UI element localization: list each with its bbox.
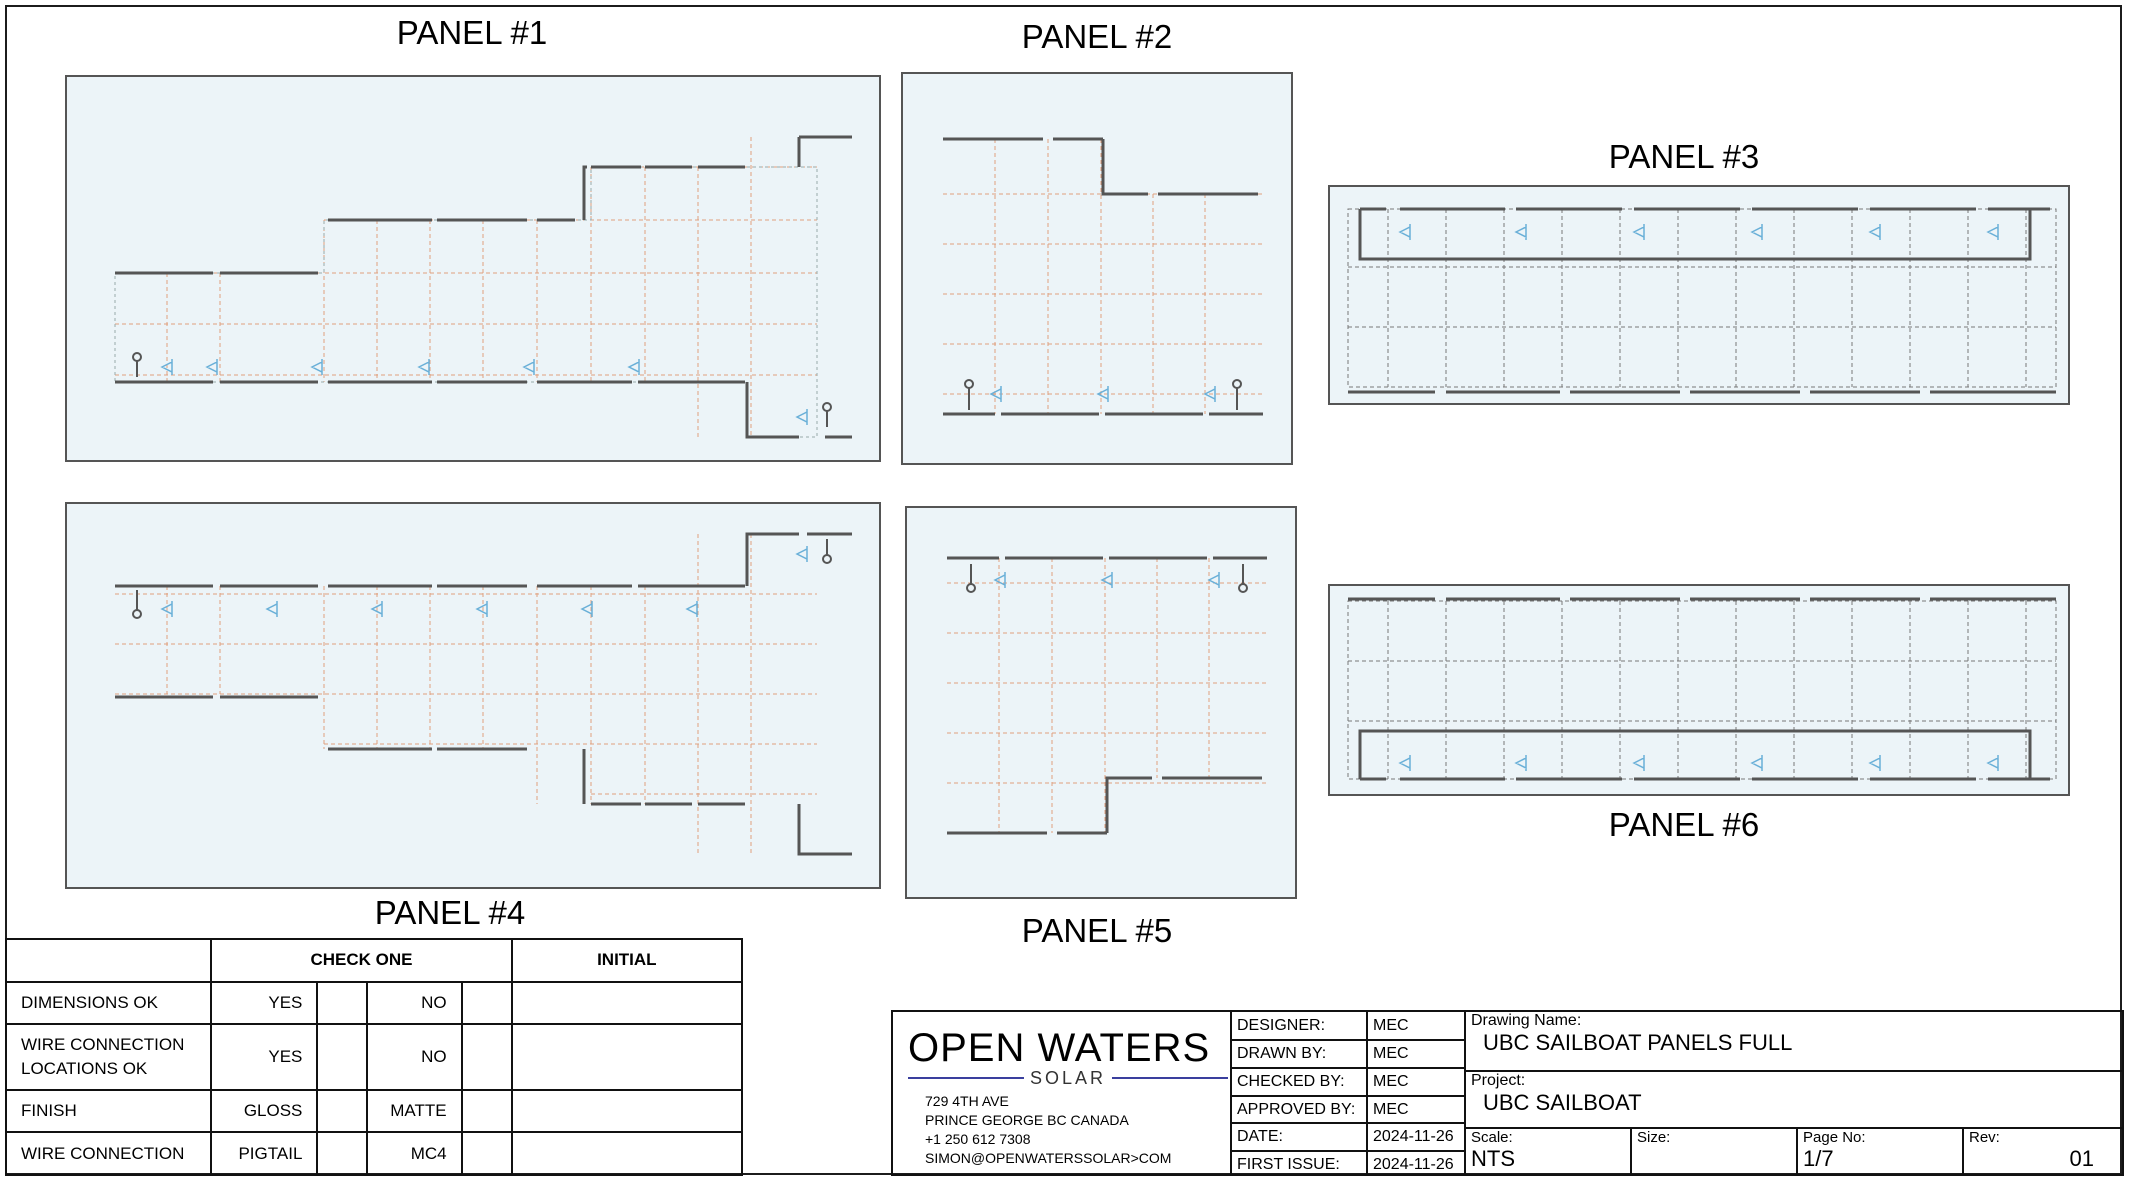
panel-4-drawing bbox=[65, 502, 881, 889]
panel-3-title: PANEL #3 bbox=[1608, 138, 1760, 175]
scale-label: Scale: bbox=[1471, 1129, 1513, 1146]
option-1-checkbox[interactable] bbox=[316, 1023, 369, 1091]
drawing-name: UBC SAILBOAT PANELS FULL bbox=[1483, 1030, 1793, 1055]
initial-field[interactable] bbox=[510, 1088, 744, 1134]
inspection-checklist: CHECK ONE INITIAL DIMENSIONS OK YES NO W… bbox=[4, 938, 744, 1176]
first-issue-value: 2024-11-26 bbox=[1366, 1150, 1464, 1176]
option-1-label: YES bbox=[210, 980, 319, 1026]
initial-field[interactable] bbox=[510, 1131, 744, 1176]
option-2-label: MATTE bbox=[366, 1088, 463, 1134]
company-sub: SOLAR bbox=[1023, 1068, 1113, 1089]
address-line-2: PRINCE GEORGE BC CANADA bbox=[925, 1112, 1129, 1128]
designer-label: DESIGNER: bbox=[1230, 1010, 1366, 1039]
check-one-header: CHECK ONE bbox=[210, 938, 513, 983]
panel-5-title: PANEL #5 bbox=[1021, 912, 1173, 949]
page-cell: Page No: 1/7 bbox=[1796, 1127, 1962, 1176]
panel-4-title: PANEL #4 bbox=[374, 894, 526, 931]
checked-by-label: CHECKED BY: bbox=[1230, 1067, 1366, 1095]
initial-field[interactable] bbox=[510, 1023, 744, 1091]
checklist-row: WIRE CONNECTION LOCATIONS OK YES NO bbox=[4, 1023, 744, 1091]
rev-cell: Rev: 01 bbox=[1962, 1127, 2124, 1176]
checked-by-value: MEC bbox=[1366, 1067, 1464, 1095]
panel-2-layout bbox=[943, 137, 1263, 416]
approved-by-label: APPROVED BY: bbox=[1230, 1095, 1366, 1122]
panel-2-title: PANEL #2 bbox=[1021, 18, 1173, 55]
option-2-checkbox[interactable] bbox=[460, 1023, 513, 1091]
date-value: 2024-11-26 bbox=[1366, 1122, 1464, 1150]
option-1-checkbox[interactable] bbox=[316, 980, 369, 1026]
title-block: OPEN WATERS SOLAR 729 4TH AVE PRINCE GEO… bbox=[891, 1010, 2124, 1176]
designer-value: MEC bbox=[1366, 1010, 1464, 1039]
drawn-by-value: MEC bbox=[1366, 1039, 1464, 1067]
address-line-1: 729 4TH AVE bbox=[925, 1093, 1009, 1109]
drawn-by-label: DRAWN BY: bbox=[1230, 1039, 1366, 1067]
size-label: Size: bbox=[1637, 1129, 1671, 1146]
panel-5-layout bbox=[947, 556, 1267, 835]
scale-value: NTS bbox=[1471, 1146, 1515, 1171]
scale-cell: Scale: NTS bbox=[1464, 1127, 1630, 1176]
initial-field[interactable] bbox=[510, 980, 744, 1026]
rev-value: 01 bbox=[2069, 1146, 2094, 1171]
checklist-row: DIMENSIONS OK YES NO bbox=[4, 980, 744, 1026]
project-cell: Project: UBC SAILBOAT bbox=[1464, 1070, 2124, 1127]
checklist-row: FINISH GLOSS MATTE bbox=[4, 1088, 744, 1134]
checklist-corner bbox=[4, 938, 213, 983]
option-2-checkbox[interactable] bbox=[460, 1131, 513, 1176]
date-label: DATE: bbox=[1230, 1122, 1366, 1150]
panel-1-title: PANEL #1 bbox=[396, 14, 548, 51]
initial-header: INITIAL bbox=[510, 938, 744, 983]
company-logo: OPEN WATERS SOLAR bbox=[908, 1026, 1228, 1089]
panel-3-layout bbox=[1347, 207, 2057, 394]
drawing-name-cell: Drawing Name: UBC SAILBOAT PANELS FULL bbox=[1464, 1010, 2124, 1070]
option-1-label: GLOSS bbox=[210, 1088, 319, 1134]
row-label: WIRE CONNECTION bbox=[4, 1131, 213, 1176]
project-label: Project: bbox=[1471, 1072, 1526, 1089]
phone: +1 250 612 7308 bbox=[925, 1131, 1031, 1147]
row-label: FINISH bbox=[4, 1088, 213, 1134]
panel-6-title: PANEL #6 bbox=[1608, 806, 1760, 843]
panel-4-layout bbox=[115, 532, 852, 856]
row-label: DIMENSIONS OK bbox=[4, 980, 213, 1026]
first-issue-label: FIRST ISSUE: bbox=[1230, 1150, 1366, 1176]
option-1-checkbox[interactable] bbox=[316, 1131, 369, 1176]
option-2-checkbox[interactable] bbox=[460, 980, 513, 1026]
panel-5-drawing bbox=[905, 506, 1297, 899]
page-label: Page No: bbox=[1803, 1129, 1866, 1146]
row-label: WIRE CONNECTION LOCATIONS OK bbox=[4, 1023, 213, 1091]
option-1-label: YES bbox=[210, 1023, 319, 1091]
option-2-label: MC4 bbox=[366, 1131, 463, 1176]
panel-6-layout bbox=[1347, 597, 2057, 781]
option-2-label: NO bbox=[366, 1023, 463, 1091]
panel-3-drawing bbox=[1328, 185, 2070, 405]
option-1-label: PIGTAIL bbox=[210, 1131, 319, 1176]
size-cell: Size: bbox=[1630, 1127, 1796, 1176]
panel-1-layout bbox=[114, 135, 852, 439]
rev-label: Rev: bbox=[1969, 1129, 2000, 1146]
project-name: UBC SAILBOAT bbox=[1483, 1090, 1642, 1115]
panel-6-drawing bbox=[1328, 584, 2070, 796]
panel-2-drawing bbox=[901, 72, 1293, 465]
email: SIMON@OPENWATERSSOLAR>COM bbox=[925, 1150, 1172, 1166]
company-address: 729 4TH AVE PRINCE GEORGE BC CANADA +1 2… bbox=[925, 1092, 1171, 1168]
panel-1-drawing bbox=[65, 75, 881, 462]
checklist-row: WIRE CONNECTION PIGTAIL MC4 bbox=[4, 1131, 744, 1176]
drawing-name-label: Drawing Name: bbox=[1471, 1012, 1582, 1029]
option-2-label: NO bbox=[366, 980, 463, 1026]
company-name: OPEN WATERS bbox=[908, 1026, 1211, 1070]
option-1-checkbox[interactable] bbox=[316, 1088, 369, 1134]
option-2-checkbox[interactable] bbox=[460, 1088, 513, 1134]
approved-by-value: MEC bbox=[1366, 1095, 1464, 1122]
page-value: 1/7 bbox=[1803, 1146, 1834, 1171]
